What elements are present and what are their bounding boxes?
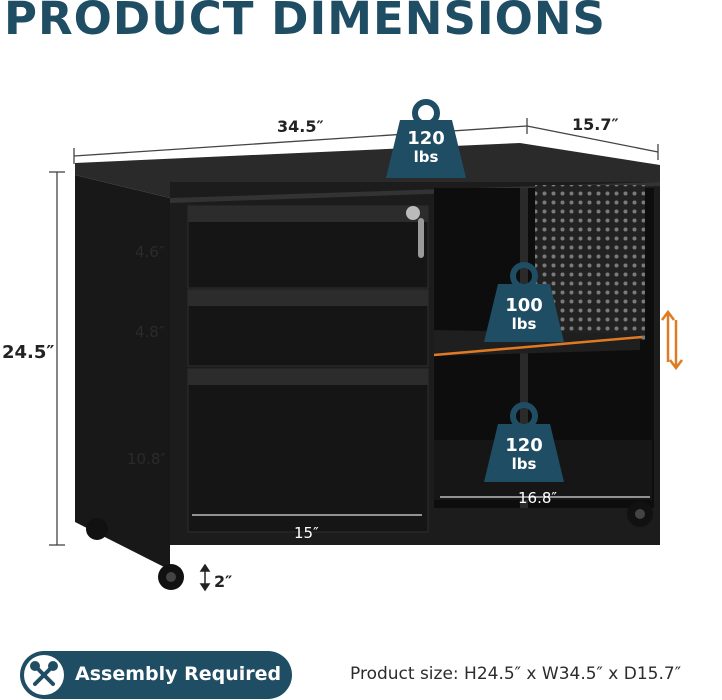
weight-icon xyxy=(386,99,466,178)
assembly-required-badge: Assembly Required xyxy=(20,651,292,699)
drawer2-height-label: 4.8″ xyxy=(135,323,165,341)
weight-icon xyxy=(484,402,564,482)
wrench-screwdriver-icon xyxy=(24,655,64,695)
shelf-weight-unit: lbs xyxy=(511,315,537,333)
caster-height-label: 2″ xyxy=(214,572,233,591)
drawer1-height-label: 4.6″ xyxy=(135,243,165,261)
top-weight-value: 120 xyxy=(407,128,445,149)
shelf-weight-label: 100 lbs xyxy=(494,297,554,332)
drawer-width-label: 15″ xyxy=(294,524,319,542)
width-lines xyxy=(192,496,650,516)
bottom-weight-value: 120 xyxy=(505,435,543,456)
page-title: PRODUCT DIMENSIONS xyxy=(4,0,606,45)
shelf-width-label: 16.8″ xyxy=(518,489,558,507)
casters xyxy=(86,501,653,590)
product-size-text: Product size: H24.5″ x W34.5″ x D15.7″ xyxy=(350,664,682,684)
width-label: 34.5″ xyxy=(277,117,324,136)
drawer3-height-label: 10.8″ xyxy=(127,450,167,468)
assembly-required-label: Assembly Required xyxy=(75,663,282,685)
cabinet-body xyxy=(75,143,660,570)
bottom-weight-label: 120 lbs xyxy=(494,437,554,472)
adjustable-arrows-icon xyxy=(661,309,683,371)
top-weight-unit: lbs xyxy=(413,148,439,166)
caster-height-arrow xyxy=(199,563,211,592)
top-weight-label: 120 lbs xyxy=(396,130,456,165)
bottom-weight-unit: lbs xyxy=(511,455,537,473)
height-label: 24.5″ xyxy=(2,342,55,363)
weight-icon xyxy=(484,262,564,342)
depth-label: 15.7″ xyxy=(572,115,619,134)
adjustable-shelf-edge xyxy=(433,335,643,357)
shelf-weight-value: 100 xyxy=(505,295,543,316)
